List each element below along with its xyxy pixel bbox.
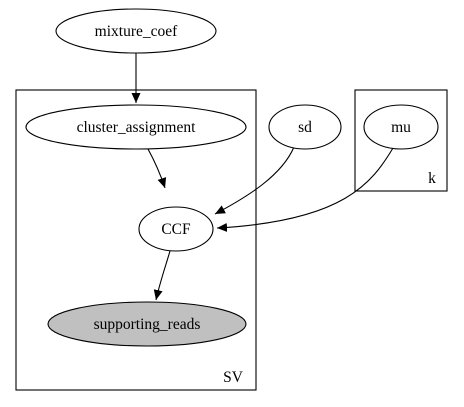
plate-k-border	[354, 89, 448, 192]
node-ccf-label: CCF	[161, 221, 191, 238]
node-sd: sd	[268, 104, 342, 150]
node-mu-label: mu	[391, 119, 411, 136]
node-supporting-reads-shape	[47, 301, 247, 347]
edge-mu-to-ccf	[216, 147, 394, 232]
node-cluster-assignment-shape	[25, 104, 247, 150]
node-supporting-reads-label: supporting_reads	[94, 316, 201, 333]
node-sd-label: sd	[298, 119, 312, 136]
edge-ccf-to-supporting-reads	[153, 250, 171, 301]
plate-sv-label: SV	[223, 369, 244, 386]
node-mu-shape	[363, 104, 439, 150]
edge-sd-to-ccf	[214, 146, 295, 215]
node-cluster-assignment-label: cluster_assignment	[77, 119, 197, 136]
node-ccf: CCF	[138, 206, 214, 252]
node-cluster-assignment: cluster_assignment	[25, 104, 247, 150]
edges	[131, 53, 394, 301]
node-mu: mu	[363, 104, 439, 150]
node-ccf-shape	[138, 206, 214, 252]
plate-k: k	[354, 89, 448, 192]
node-sd-shape	[268, 104, 342, 150]
node-supporting-reads: supporting_reads	[47, 301, 247, 347]
node-mixture-coef: mixture_coef	[55, 8, 217, 54]
node-mixture-coef-label: mixture_coef	[95, 23, 178, 40]
node-mixture-coef-shape	[55, 8, 217, 54]
plate-k-label: k	[428, 170, 436, 187]
edge-cluster-assignment-to-ccf	[147, 148, 167, 189]
